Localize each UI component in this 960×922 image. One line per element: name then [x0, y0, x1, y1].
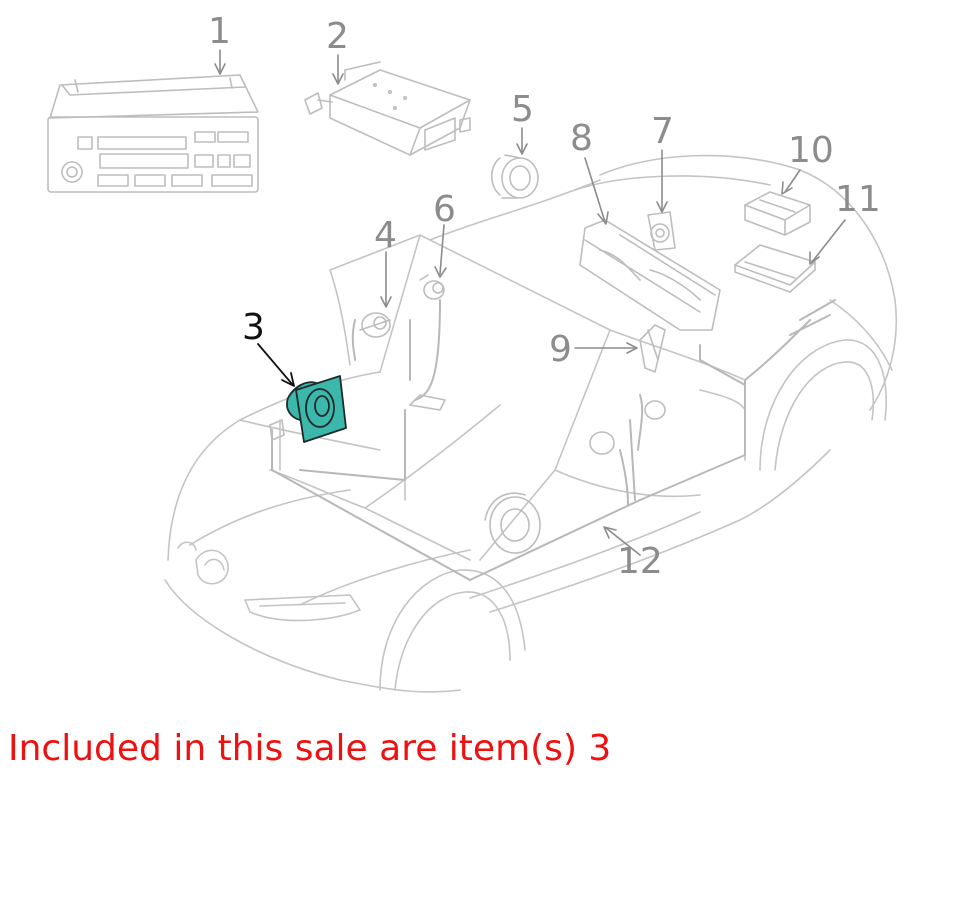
callout-1: 1 — [208, 11, 231, 52]
callout-6: 6 — [433, 189, 456, 230]
callout-8: 8 — [570, 118, 593, 159]
callout-7: 7 — [651, 111, 674, 152]
parts-diagram: 1 2 3 4 5 6 7 8 9 10 11 12 — [47, 11, 898, 693]
bracket-11 — [734, 244, 816, 293]
speaker-7 — [647, 211, 676, 251]
callout-4: 4 — [374, 215, 397, 256]
callout-10: 10 — [788, 130, 834, 171]
sale-caption: Included in this sale are item(s) 3 — [8, 728, 612, 769]
rear-tweeters — [269, 394, 666, 455]
callout-2: 2 — [326, 16, 349, 57]
front-speaker-highlighted — [286, 375, 347, 443]
amplifier-box — [304, 61, 471, 156]
wiring-harness — [271, 299, 836, 581]
tweeter-6 — [419, 274, 445, 300]
callout-5: 5 — [511, 89, 534, 130]
callout-12: 12 — [617, 541, 663, 582]
leader-lines — [214, 49, 846, 556]
rear-speaker-enclosure — [579, 219, 721, 331]
leader-line-3 — [257, 343, 295, 387]
door-speaker-right — [484, 492, 541, 554]
diagram-svg — [47, 49, 898, 693]
callout-11: 11 — [835, 179, 881, 220]
module-10 — [744, 191, 811, 236]
callout-3: 3 — [242, 307, 265, 348]
bracket-9 — [639, 324, 666, 373]
radio-head-unit — [47, 74, 259, 193]
callout-9: 9 — [549, 329, 572, 370]
tweeter-ring — [490, 154, 539, 199]
tweeter-4 — [359, 312, 391, 338]
